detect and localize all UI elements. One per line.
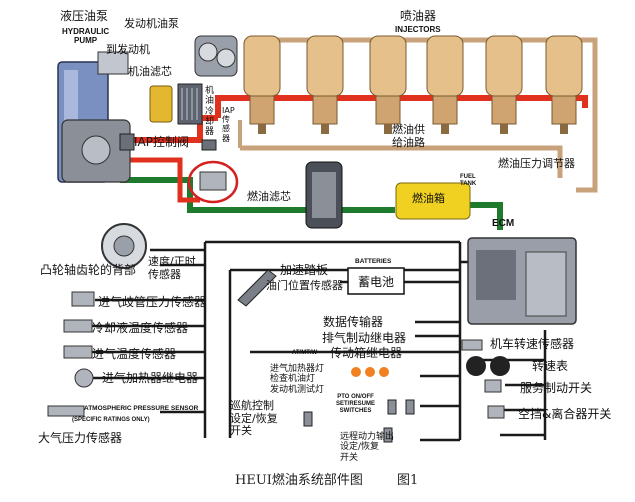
- transmission-relay-label: 传动箱继电器: [330, 346, 403, 360]
- batteries-label: 蓄电池: [358, 275, 395, 289]
- fuel-supply-line: [238, 120, 563, 178]
- figure-caption: HEUI燃油系统部件图: [235, 473, 363, 488]
- right-devices: [461, 339, 510, 419]
- engine-oil-pump: [194, 35, 238, 77]
- figure-number: 图1: [397, 473, 419, 488]
- wiring-harness: [92, 240, 575, 442]
- vehicle-speed-sensor-label: 机车转速传感器: [490, 337, 575, 351]
- batteries-en-label: BATTERIES: [355, 258, 392, 265]
- camshaft-gear: [101, 223, 147, 269]
- injectors: [243, 35, 583, 134]
- left-sensors: [47, 291, 95, 417]
- warning-lamps-label: 进气加热器灯 检查机油灯 发动机测试灯: [270, 364, 325, 395]
- ecm-label: ECM: [492, 218, 515, 229]
- fuel-filter: [305, 161, 343, 229]
- hydraulic-pump-en-label: HYDRAULIC PUMP: [62, 27, 110, 46]
- intake-temp-sensor-label: 进气温度传感器: [92, 347, 177, 361]
- injectors-en-label: INJECTORS: [395, 25, 441, 34]
- ecm-module: [467, 237, 577, 325]
- highlight-circle: [187, 160, 239, 204]
- hydraulic-pump: [57, 51, 131, 183]
- battery: [347, 267, 405, 295]
- accelerator-pedal-label: 加速踏板: [280, 263, 329, 277]
- fuel-tank-label: 燃油箱: [412, 192, 445, 205]
- cam-gear-back-label: 凸轮轴齿轮的背部: [40, 263, 137, 277]
- fuel-tank: [395, 182, 471, 220]
- exhaust-brake-relay-label: 排气制动继电器: [322, 331, 407, 345]
- oil-filter-label: 机油滤芯: [128, 65, 172, 78]
- clutch-switch-label: 空挡&离合器开关: [518, 407, 612, 421]
- throttle-position-sensor-label: 油门位置传感器: [266, 279, 343, 292]
- fuel-supply-label: 燃油供 给油路: [392, 123, 425, 149]
- oil-cooler: [177, 83, 203, 125]
- atmospheric-sensor-en-label: ATMOSPHERIC PRESSURE SENSOR: [84, 405, 199, 412]
- service-brake-switch-label: 服务制动开关: [520, 381, 593, 395]
- transmission-relay-en-label: AT/MT/W: [292, 350, 318, 356]
- switches: [303, 399, 415, 443]
- iap-sensor-label: IAP 传 感 器: [222, 106, 235, 143]
- fuel-filter-label: 燃油滤芯: [247, 190, 291, 203]
- high-pressure-oil-rail: [130, 95, 588, 143]
- atmospheric-sensor-sub-label: (SPECIFIC RATINGS ONLY): [72, 417, 150, 423]
- fuel-pressure-regulator-label: 燃油压力调节器: [498, 157, 575, 170]
- warning-lamps: [351, 367, 389, 377]
- oil-cooler-label: 机 油 冷 却 器: [205, 86, 215, 138]
- fuel-supply-green-line: [120, 177, 503, 230]
- tachometer-label: 转速表: [532, 359, 569, 373]
- accelerator-pedal: [237, 269, 277, 307]
- injectors-label: 喷油器: [400, 9, 437, 23]
- speed-timing-sensor-label: 速度/正时 传感器: [148, 255, 196, 281]
- coolant-temp-sensor-label: 冷却液温度传感器: [92, 321, 189, 335]
- to-engine-label: 到发动机: [106, 43, 150, 56]
- manifold-pressure-sensor-label: 进气歧管压力传感器: [98, 295, 207, 309]
- atmospheric-sensor-label: 大气压力传感器: [38, 431, 123, 445]
- cruise-control-switch-label: 巡航控制 设定/恢复 开关: [230, 399, 278, 438]
- pto-switches-en-label: PTO ON/OFF SET/RESUME SWITCHES: [336, 394, 376, 414]
- fuel-tank-en-label: FUEL TANK: [460, 174, 477, 187]
- fuel-filter-housing: [199, 171, 227, 191]
- intake-heater-relay-label: 进气加热器继电器: [102, 371, 199, 385]
- remote-pto-switch-label: 远程动力输出 设定/恢复 开关: [340, 432, 395, 463]
- iap-control-valve: [119, 133, 217, 151]
- hydraulic-pump-label: 液压油泵: [60, 9, 109, 23]
- oil-line-red-lower: [125, 157, 200, 203]
- data-link-label: 数据传输器: [323, 315, 384, 329]
- oil-filter: [149, 85, 173, 123]
- engine-oil-pump-label: 发动机油泵: [124, 17, 179, 30]
- iap-valve-label: IAP控制阀: [134, 135, 189, 149]
